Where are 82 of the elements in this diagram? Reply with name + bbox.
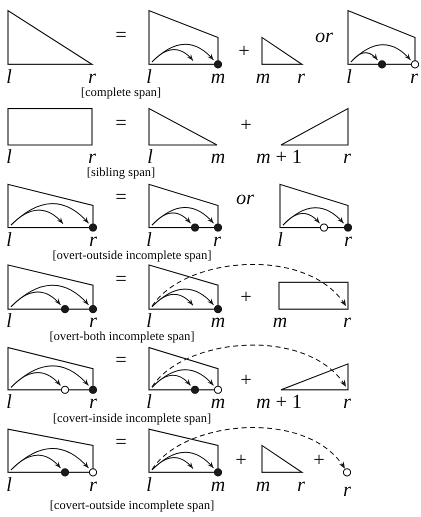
math-variable: m <box>256 70 270 85</box>
math-variable: r <box>89 395 97 410</box>
or-word: or <box>315 26 333 46</box>
span-caption: [complete span] <box>80 86 162 98</box>
dashed-arrow <box>152 264 346 307</box>
math-variable: m <box>210 478 226 493</box>
incomplete-span-trapezoid <box>148 264 222 314</box>
complete-span-triangle <box>261 36 304 65</box>
incomplete-span-trapezoid <box>7 346 98 394</box>
math-variable: r <box>343 395 351 410</box>
math-variable: r <box>89 478 97 493</box>
math-variable: r <box>89 232 97 248</box>
math-variable: l <box>146 314 152 330</box>
plus-sign: + <box>235 450 247 470</box>
hollow-dot-icon <box>342 468 352 476</box>
math-variable: r <box>89 314 97 330</box>
complete-span-triangle <box>7 10 94 65</box>
incomplete-span-trapezoid <box>7 428 98 476</box>
math-variable: l <box>6 150 12 166</box>
incomplete-span-trapezoid <box>148 346 222 394</box>
math-variable: m <box>272 314 288 330</box>
math-variable: r <box>343 314 351 330</box>
incomplete-span-trapezoid <box>7 264 98 314</box>
math-variable: m <box>210 150 226 166</box>
math-variable: l <box>146 70 152 85</box>
math-variable: m <box>210 395 226 410</box>
math-variable: r <box>343 482 351 498</box>
math-variable: l <box>6 478 12 493</box>
complete-span-triangle <box>280 108 349 146</box>
incomplete-span-trapezoid <box>148 10 222 68</box>
plus-sign: + <box>238 41 250 62</box>
dashed-arrow <box>152 427 346 470</box>
equals-sign: = <box>115 25 127 46</box>
math-variable: l <box>146 232 152 248</box>
incomplete-span-trapezoid <box>347 10 420 68</box>
math-variable: m <box>210 70 226 85</box>
math-variable: m <box>210 314 226 330</box>
math-variable: l <box>147 150 153 166</box>
complete-span-triangle <box>280 363 349 390</box>
plus-sign: + <box>313 450 325 470</box>
sibling-span-rectangle <box>7 108 93 146</box>
equals-sign: = <box>115 187 127 208</box>
complete-span-triangle <box>148 108 218 146</box>
math-variable: l <box>146 395 152 410</box>
math-variable: r <box>88 70 96 85</box>
math-variable: r <box>297 478 305 493</box>
or-word: or <box>236 188 254 208</box>
dashed-arrow <box>152 344 346 388</box>
equals-sign: = <box>115 113 127 134</box>
sibling-span-rectangle <box>278 282 349 310</box>
math-variable: m <box>256 478 270 493</box>
equals-sign: = <box>115 268 127 289</box>
equals-sign: = <box>115 432 127 452</box>
equals-sign: = <box>115 350 127 370</box>
math-variable: l <box>6 314 12 330</box>
math-variable: l <box>6 232 12 248</box>
math-variable: l <box>277 232 283 248</box>
incomplete-span-trapezoid <box>279 184 352 232</box>
span-caption: [covert-inside incomplete span] <box>52 412 212 424</box>
complete-span-triangle <box>261 444 304 473</box>
math-variable: l <box>346 70 352 85</box>
math-variable: r <box>213 232 221 248</box>
span-caption: [overt-outside incomplete span] <box>52 248 212 262</box>
math-expression: m + 1 <box>256 150 302 166</box>
math-variable: r <box>343 150 351 166</box>
math-variable: l <box>146 478 152 493</box>
incomplete-span-trapezoid <box>148 428 222 476</box>
span-caption: [overt-both incomplete span] <box>49 330 195 343</box>
math-variable: r <box>410 70 418 85</box>
math-variable: r <box>297 70 305 85</box>
plus-sign: + <box>240 370 252 390</box>
span-caption: [sibling span] <box>86 166 156 179</box>
plus-sign: + <box>240 287 252 308</box>
math-variable: l <box>6 395 12 410</box>
incomplete-span-trapezoid <box>7 184 98 232</box>
plus-sign: + <box>240 115 252 136</box>
math-variable: r <box>344 232 352 248</box>
span-caption: [covert-outside incomplete span] <box>50 499 214 512</box>
math-expression: m + 1 <box>256 395 302 410</box>
incomplete-span-trapezoid <box>148 184 222 232</box>
math-variable: r <box>88 150 96 166</box>
math-variable: l <box>6 70 12 85</box>
